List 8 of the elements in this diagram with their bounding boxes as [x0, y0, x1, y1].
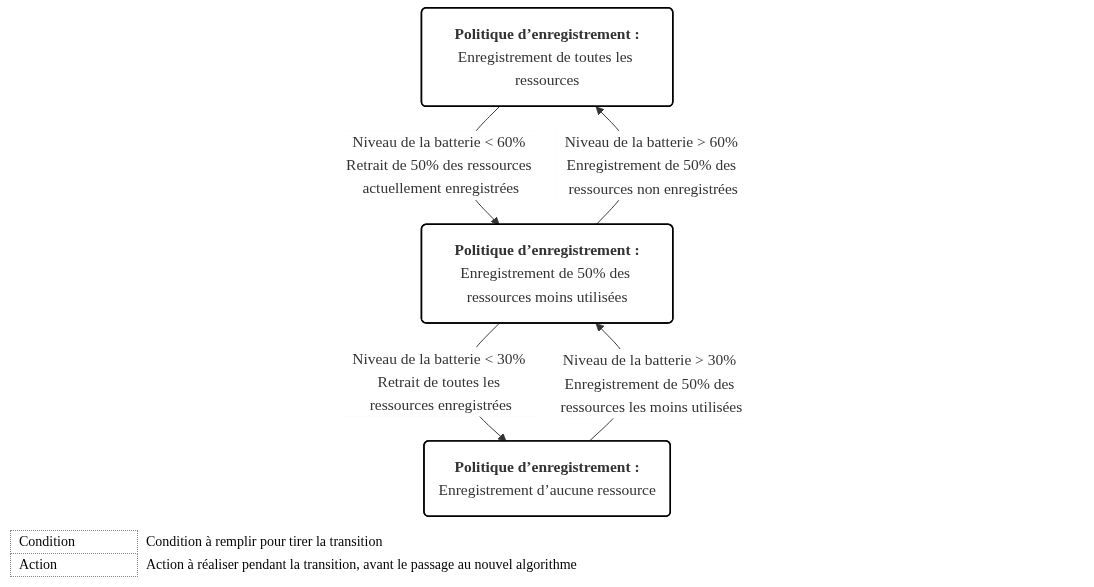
edge-label: Niveau de la batterie < 60% Retrait de 50% des ressources actuellement enregistrées: [346, 133, 532, 197]
legend-key: Action: [10, 553, 138, 577]
edge-label: Niveau de la batterie < 30% Retrait de toutes les ressources enregistrées: [352, 349, 526, 413]
edge-label: Niveau de la batterie > 60% Enregistrement de 50% des ressources non enregistrées: [564, 133, 738, 197]
legend-description: Condition à remplir pour tirer la transition: [137, 530, 1094, 554]
legend-key: Condition: [10, 530, 138, 554]
legend-description: Action à réaliser pendant la transition, avant le passage au nouvel algorithme: [137, 553, 1094, 577]
edge-label: Niveau de la batterie > 30% Enregistrement de 50% des ressources les moins utilisées: [560, 351, 743, 415]
